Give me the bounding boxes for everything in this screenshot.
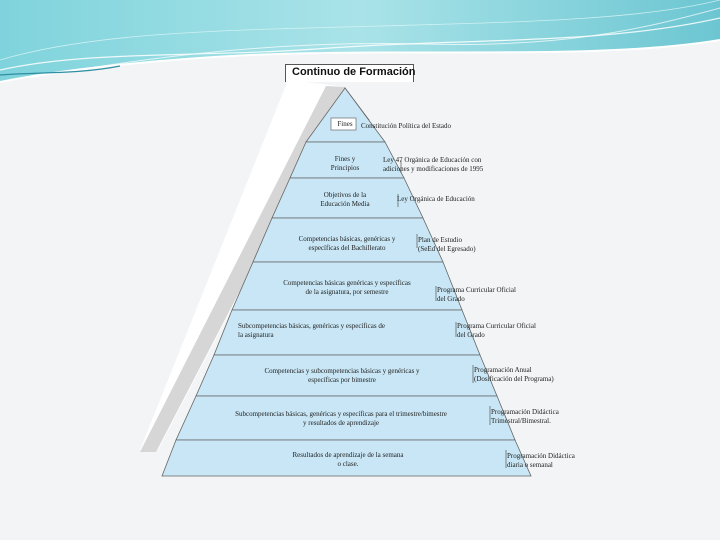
tier-label-9: Resultados de aprendizaje de la semana o… — [292, 451, 404, 468]
law-label-6: Programa Curricular Oficial del Grado — [457, 322, 536, 339]
tier-label-8: Subcompetencias básicas, genéricas y esp… — [235, 410, 447, 427]
tier-label-2: Fines y Principios — [330, 155, 360, 172]
law-label-7: Programación Anual (Dosificación del Pro… — [474, 366, 554, 383]
tier-label-1: Fines — [337, 120, 353, 128]
law-label-8: Programación Didáctica Trimestral/Bimest… — [491, 408, 559, 425]
tier-label-4: Competencias básicas, genéricas y especí… — [298, 235, 396, 252]
law-label-9: Programación Didáctica diaria o semanal — [507, 452, 575, 469]
law-label-3: Ley Orgánica de Educación — [397, 195, 475, 203]
diagram-title-box: Continuo de Formación — [285, 64, 416, 82]
law-label-5: Programa Curricular Oficial del Grado — [437, 286, 516, 303]
tier-label-3: Objetivos de la Educación Media — [320, 191, 370, 208]
pyramid-tier-9 — [161, 439, 532, 477]
law-label-4: Plan de Estudio (SeEd del Egresado) — [418, 236, 476, 253]
decorative-header-banner — [0, 0, 720, 90]
tier-label-7: Competencias y subcompetencias básicas y… — [264, 367, 420, 384]
tier-label-6: Subcompetencias básicas, genéricas y esp… — [238, 322, 385, 339]
diagram-title: Continuo de Formación — [292, 66, 416, 78]
law-label-2: Ley 47 Orgánica de Educación con adicion… — [383, 156, 484, 173]
tier-label-5: Competencias básicas genéricas y específ… — [283, 279, 411, 296]
law-label-1: Constitución Política del Estado — [361, 122, 452, 130]
